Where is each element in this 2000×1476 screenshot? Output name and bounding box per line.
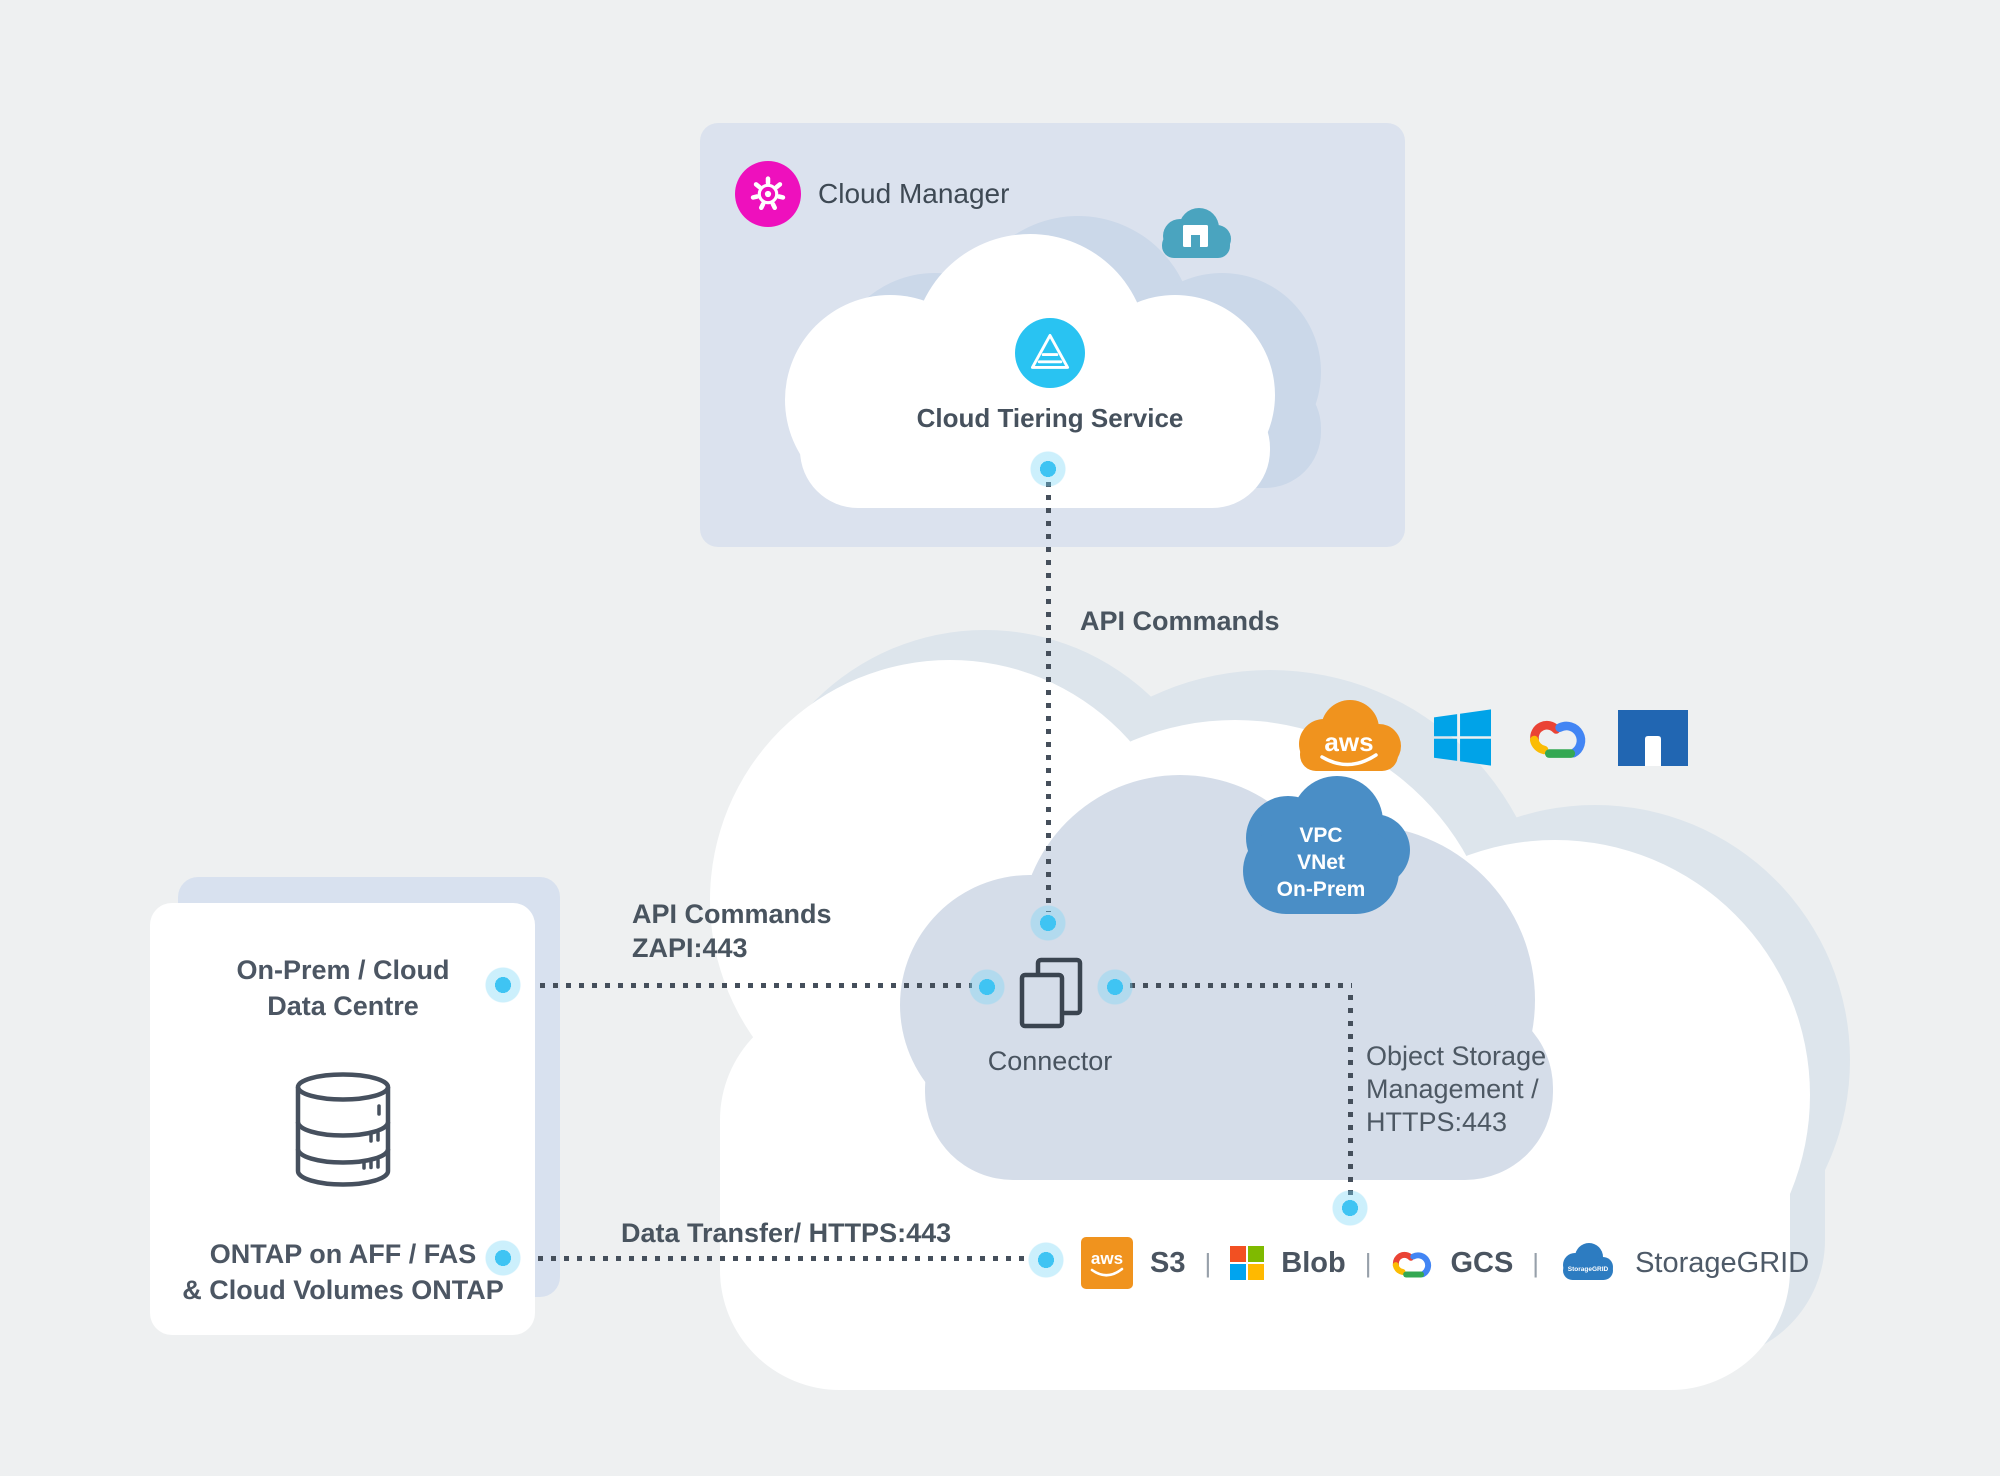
endpoint-dot-storage-left: [1027, 1241, 1065, 1279]
svg-text:aws: aws: [1324, 727, 1373, 757]
onprem-footer-line2: & Cloud Volumes ONTAP: [182, 1275, 504, 1305]
line-object-storage-h: [1130, 983, 1352, 988]
connector-label: Connector: [987, 1046, 1113, 1076]
api-commands-label: API Commands: [1080, 606, 1280, 636]
onprem-line: On-Prem: [1276, 878, 1366, 901]
svg-text:StorageGRID: StorageGRID: [1568, 1266, 1609, 1273]
google-cloud-icon: [1529, 720, 1586, 758]
onprem-box-footer: ONTAP on AFF / FAS & Cloud Volumes ONTAP: [145, 1236, 541, 1308]
gear-icon: [750, 176, 786, 211]
endpoint-dot-tiering: [1029, 450, 1067, 488]
object-storage-line2: Management /: [1366, 1074, 1539, 1104]
google-cloud-storage-icon: [1393, 1251, 1432, 1278]
endpoint-dot-storage-top: [1331, 1189, 1369, 1227]
line-data-transfer: [538, 1256, 1030, 1261]
netapp-icon: [1618, 710, 1688, 766]
vpc-cloud-label: VPC VNet On-Prem: [1243, 822, 1399, 903]
netapp-storagegrid-icon: StorageGRID: [1563, 1243, 1614, 1280]
object-storage-row: aws S3 | Blob | GCS |: [1081, 1234, 1809, 1292]
line-object-storage-v: [1348, 995, 1353, 1195]
s3-label: S3: [1150, 1246, 1186, 1279]
vpc-cloud: [1243, 776, 1410, 914]
onprem-title-line2: Data Centre: [267, 991, 419, 1021]
separator: |: [1364, 1247, 1372, 1278]
onprem-footer-line1: ONTAP on AFF / FAS: [209, 1239, 477, 1269]
blob-label: Blob: [1281, 1246, 1346, 1279]
database-icon: [295, 1072, 391, 1187]
microsoft-azure-icon: [1434, 709, 1491, 766]
api-zapi-label: API Commands ZAPI:443: [632, 897, 832, 965]
netapp-cloud-icon: [1162, 208, 1231, 258]
tiering-pyramid-icon: [1030, 333, 1070, 369]
gcs-label: GCS: [1450, 1246, 1514, 1279]
azure-blob-icon: [1230, 1246, 1265, 1280]
inner-cloud: [900, 775, 1553, 1180]
line-api-commands: [1046, 482, 1051, 912]
cloud-manager-badge: [735, 161, 801, 227]
onprem-title-line1: On-Prem / Cloud: [236, 955, 450, 985]
storagegrid-label: StorageGRID: [1635, 1246, 1810, 1279]
vnet-line: VNet: [1297, 851, 1345, 874]
object-storage-line3: HTTPS:443: [1366, 1107, 1508, 1137]
aws-s3-icon: aws: [1081, 1237, 1133, 1289]
endpoint-dot-connector-right: [1096, 968, 1134, 1006]
cloud-tiering-service-label: Cloud Tiering Service: [916, 403, 1184, 433]
object-storage-label: Object Storage Management / HTTPS:443: [1366, 1040, 1546, 1139]
vpc-line: VPC: [1299, 824, 1343, 847]
endpoint-dot-connector-left: [968, 968, 1006, 1006]
separator: |: [1532, 1247, 1540, 1278]
data-transfer-label: Data Transfer/ HTTPS:443: [621, 1218, 952, 1248]
line-api-zapi: [540, 983, 972, 988]
api-zapi-line2: ZAPI:443: [632, 933, 748, 963]
aws-icon: aws: [1299, 700, 1401, 771]
endpoint-dot-connector-top: [1029, 904, 1067, 942]
onprem-box: [150, 903, 535, 1335]
svg-text:aws: aws: [1091, 1249, 1123, 1268]
object-storage-line1: Object Storage: [1366, 1041, 1547, 1071]
connector-icon: [1019, 957, 1083, 1029]
endpoint-dot-box-bottom: [484, 1239, 522, 1277]
api-zapi-line1: API Commands: [632, 899, 832, 929]
onprem-box-title: On-Prem / Cloud Data Centre: [160, 952, 526, 1024]
endpoint-dot-box-top: [484, 966, 522, 1004]
cloud-manager-title: Cloud Manager: [818, 178, 1010, 209]
separator: |: [1204, 1247, 1212, 1278]
cloud-tiering-badge: [1015, 318, 1085, 388]
